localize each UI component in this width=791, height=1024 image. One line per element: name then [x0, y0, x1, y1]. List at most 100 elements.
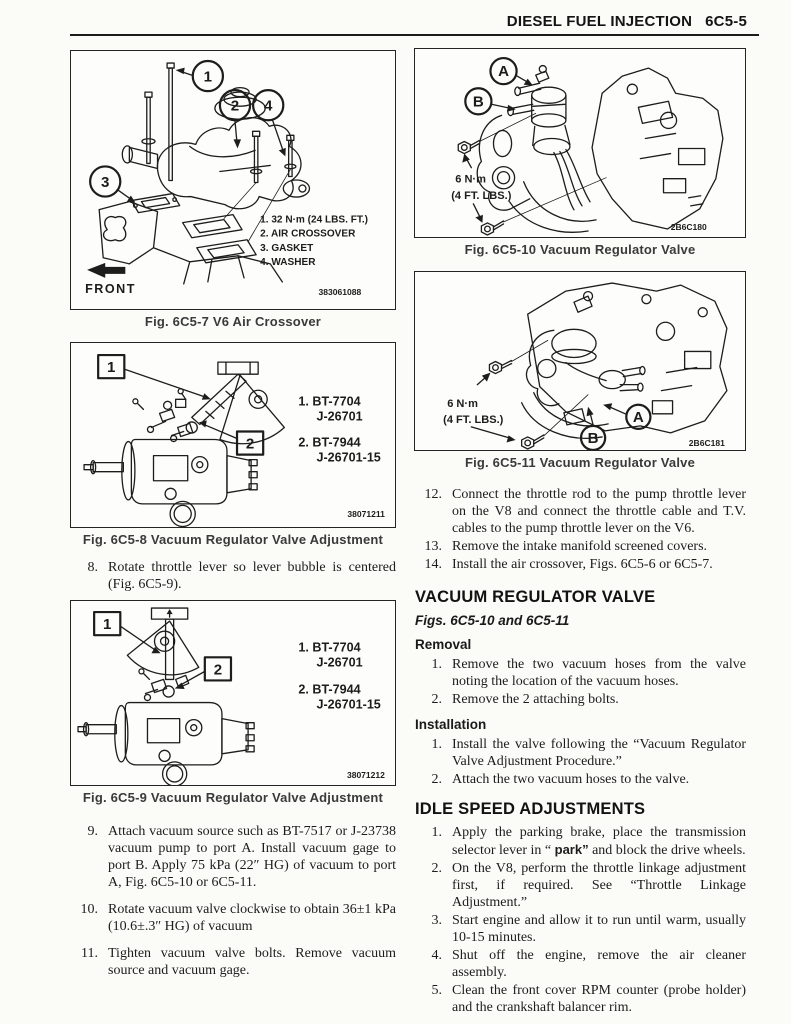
attaching-bolts	[457, 112, 607, 236]
step-14: 14. Install the air crossover, Figs. 6C5…	[414, 556, 746, 573]
step-10: 10. Rotate vacuum valve clockwise to obt…	[70, 901, 397, 935]
callout-2: 2	[198, 420, 265, 456]
idle-step-1: 1. Apply the parking brake, place the tr…	[414, 824, 747, 859]
step-number: 1.	[431, 657, 443, 672]
header-section-title: DIESEL FUEL INJECTION	[506, 13, 693, 30]
legend-1b: J-26701	[317, 655, 363, 669]
legend-2a: 2. BT-7944	[298, 683, 360, 697]
callout-b: B	[579, 406, 607, 450]
section-figure-reference: Figs. 6C5-10 and 6C5-11	[415, 613, 570, 628]
callout-1-number: 1	[107, 359, 115, 376]
step-text: Attach the two vacuum hoses to the valve…	[452, 772, 690, 787]
step-number: 13.	[424, 539, 443, 554]
callout-2-number: 2	[231, 98, 239, 115]
drawing-number: 2B6C180	[671, 222, 707, 232]
figure-6c5-7-caption: Fig. 6C5-7 V6 Air Crossover	[144, 314, 322, 329]
legend-line-2: 2. AIR CROSSOVER	[260, 229, 356, 240]
gaskets	[130, 192, 257, 264]
figure-6c5-7: 1 2 4 3	[70, 50, 396, 310]
torque-value: 6 N·m	[455, 174, 486, 186]
vacuum-valve	[520, 328, 646, 439]
step-text: Shut off the engine, remove the air clea…	[452, 948, 746, 980]
step-number: 1.	[431, 825, 443, 840]
step-number: 9.	[87, 824, 99, 839]
idle-step-5: 5. Clean the front cover RPM counter (pr…	[414, 982, 747, 1016]
figure-6c5-10: A B	[414, 48, 746, 238]
idle-step-4: 4. Shut off the engine, remove the air c…	[414, 947, 747, 981]
engine-outline	[591, 67, 724, 230]
step-text: Rotate throttle lever so lever bubble is…	[108, 560, 396, 592]
vacuum-regulator-adjustment-drawing-2: 1 2	[77, 607, 385, 785]
idle-step-3: 3. Start engine and allow it to run unti…	[414, 912, 747, 946]
step-12: 12. Connect the throttle rod to the pump…	[414, 486, 747, 537]
header-page-number: 6C5-5	[705, 13, 747, 30]
step-number: 8.	[87, 560, 99, 575]
step-text: Apply the parking brake, place the trans…	[452, 824, 746, 859]
step-text: Install the valve following the “Vacuum …	[452, 737, 746, 769]
callout-4-number: 4	[264, 98, 273, 115]
installation-step-1: 1. Install the valve following the “Vacu…	[414, 736, 747, 770]
step-8: 8. Rotate throttle lever so lever bubble…	[70, 559, 397, 593]
drawing-number: 2B6C181	[689, 438, 725, 448]
injection-pump-body	[83, 438, 258, 527]
figure-6c5-10-caption: Fig. 6C5-10 Vacuum Regulator Valve	[464, 242, 696, 257]
drawing-number: 38071212	[347, 770, 385, 780]
page-header: DIESEL FUEL INJECTION 6C5-5	[507, 13, 747, 30]
attaching-bolts	[470, 339, 589, 450]
step-text: On the V8, perform the throttle linkage …	[452, 861, 746, 910]
callout-4: 4	[252, 89, 286, 157]
vacuum-regulator-adjustment-drawing: 1 2	[83, 353, 385, 527]
torque-value-alt: (4 FT. LBS.)	[443, 414, 503, 426]
legend-2b: J-26701-15	[317, 698, 381, 712]
tool-legend: 1. BT-7704 J-26701 2. BT-7944 J-26701-15	[298, 640, 380, 711]
figure-6c5-11-caption: Fig. 6C5-11 Vacuum Regulator Valve	[464, 455, 696, 470]
step-text-post: and block the drive wheels.	[588, 843, 746, 858]
header-rule	[70, 34, 759, 37]
bubble-level-tool	[126, 607, 200, 681]
callout-a-letter: A	[633, 409, 644, 426]
vacuum-regulator-valve-drawing: A B	[451, 56, 724, 236]
park-emphasis: park”	[554, 842, 589, 857]
installation-subheading: Installation	[415, 717, 487, 732]
figure-6c5-8: 1 2	[70, 342, 396, 528]
figure-6c5-11: 6 N·m (4 FT. LBS.) A B 2B6C181	[414, 271, 746, 451]
figure-6c5-9-caption: Fig. 6C5-9 Vacuum Regulator Valve Adjust…	[82, 790, 384, 805]
step-text: Remove the 2 attaching bolts.	[452, 692, 619, 707]
section-heading-vacuum-regulator-valve: VACUUM REGULATOR VALVE	[415, 588, 656, 606]
callout-3: 3	[89, 165, 136, 203]
step-text: Attach vacuum source such as BT-7517 or …	[108, 824, 396, 890]
crossover-body	[121, 86, 311, 210]
step-number: 14.	[424, 557, 443, 572]
legend-line-1: 1. 32 N·m (24 LBS. FT.)	[260, 215, 368, 226]
callout-2-number: 2	[214, 661, 222, 678]
legend-line-4: 4. WASHER	[260, 257, 316, 268]
callout-3-number: 3	[101, 174, 109, 191]
engine-outline	[527, 282, 728, 434]
step-text: Remove the intake manifold screened cove…	[452, 539, 708, 554]
removal-step-1: 1. Remove the two vacuum hoses from the …	[414, 656, 747, 690]
torque-value-alt: (4 FT. LBS.)	[451, 190, 511, 202]
callout-1: 1	[97, 353, 211, 400]
legend-2a: 2. BT-7944	[298, 436, 360, 450]
legend-2b: J-26701-15	[317, 451, 381, 465]
step-number: 2.	[431, 692, 443, 707]
callout-1: 1	[93, 610, 161, 654]
throttle-valve-cluster	[138, 668, 190, 702]
step-13: 13. Remove the intake manifold screened …	[414, 538, 746, 555]
step-text-pre: Apply the parking brake, place the trans…	[452, 825, 746, 858]
step-number: 10.	[80, 902, 99, 917]
torque-value: 6 N·m	[447, 398, 478, 410]
legend-1b: J-26701	[317, 409, 363, 423]
callout-a-letter: A	[498, 63, 509, 80]
engine-outline	[98, 169, 291, 285]
front-arrow: FRONT	[85, 262, 134, 296]
bolts	[141, 62, 297, 184]
step-number: 5.	[431, 983, 443, 998]
step-text: Install the air crossover, Figs. 6C5-6 o…	[452, 557, 713, 572]
callout-1-number: 1	[103, 616, 111, 633]
left-column: 1 2 4 3	[70, 50, 396, 979]
removal-subheading: Removal	[415, 637, 472, 652]
drawing-number: 383061088	[319, 287, 362, 297]
step-text: Rotate vacuum valve clockwise to obtain …	[108, 902, 396, 934]
callout-2: 2	[218, 89, 252, 149]
